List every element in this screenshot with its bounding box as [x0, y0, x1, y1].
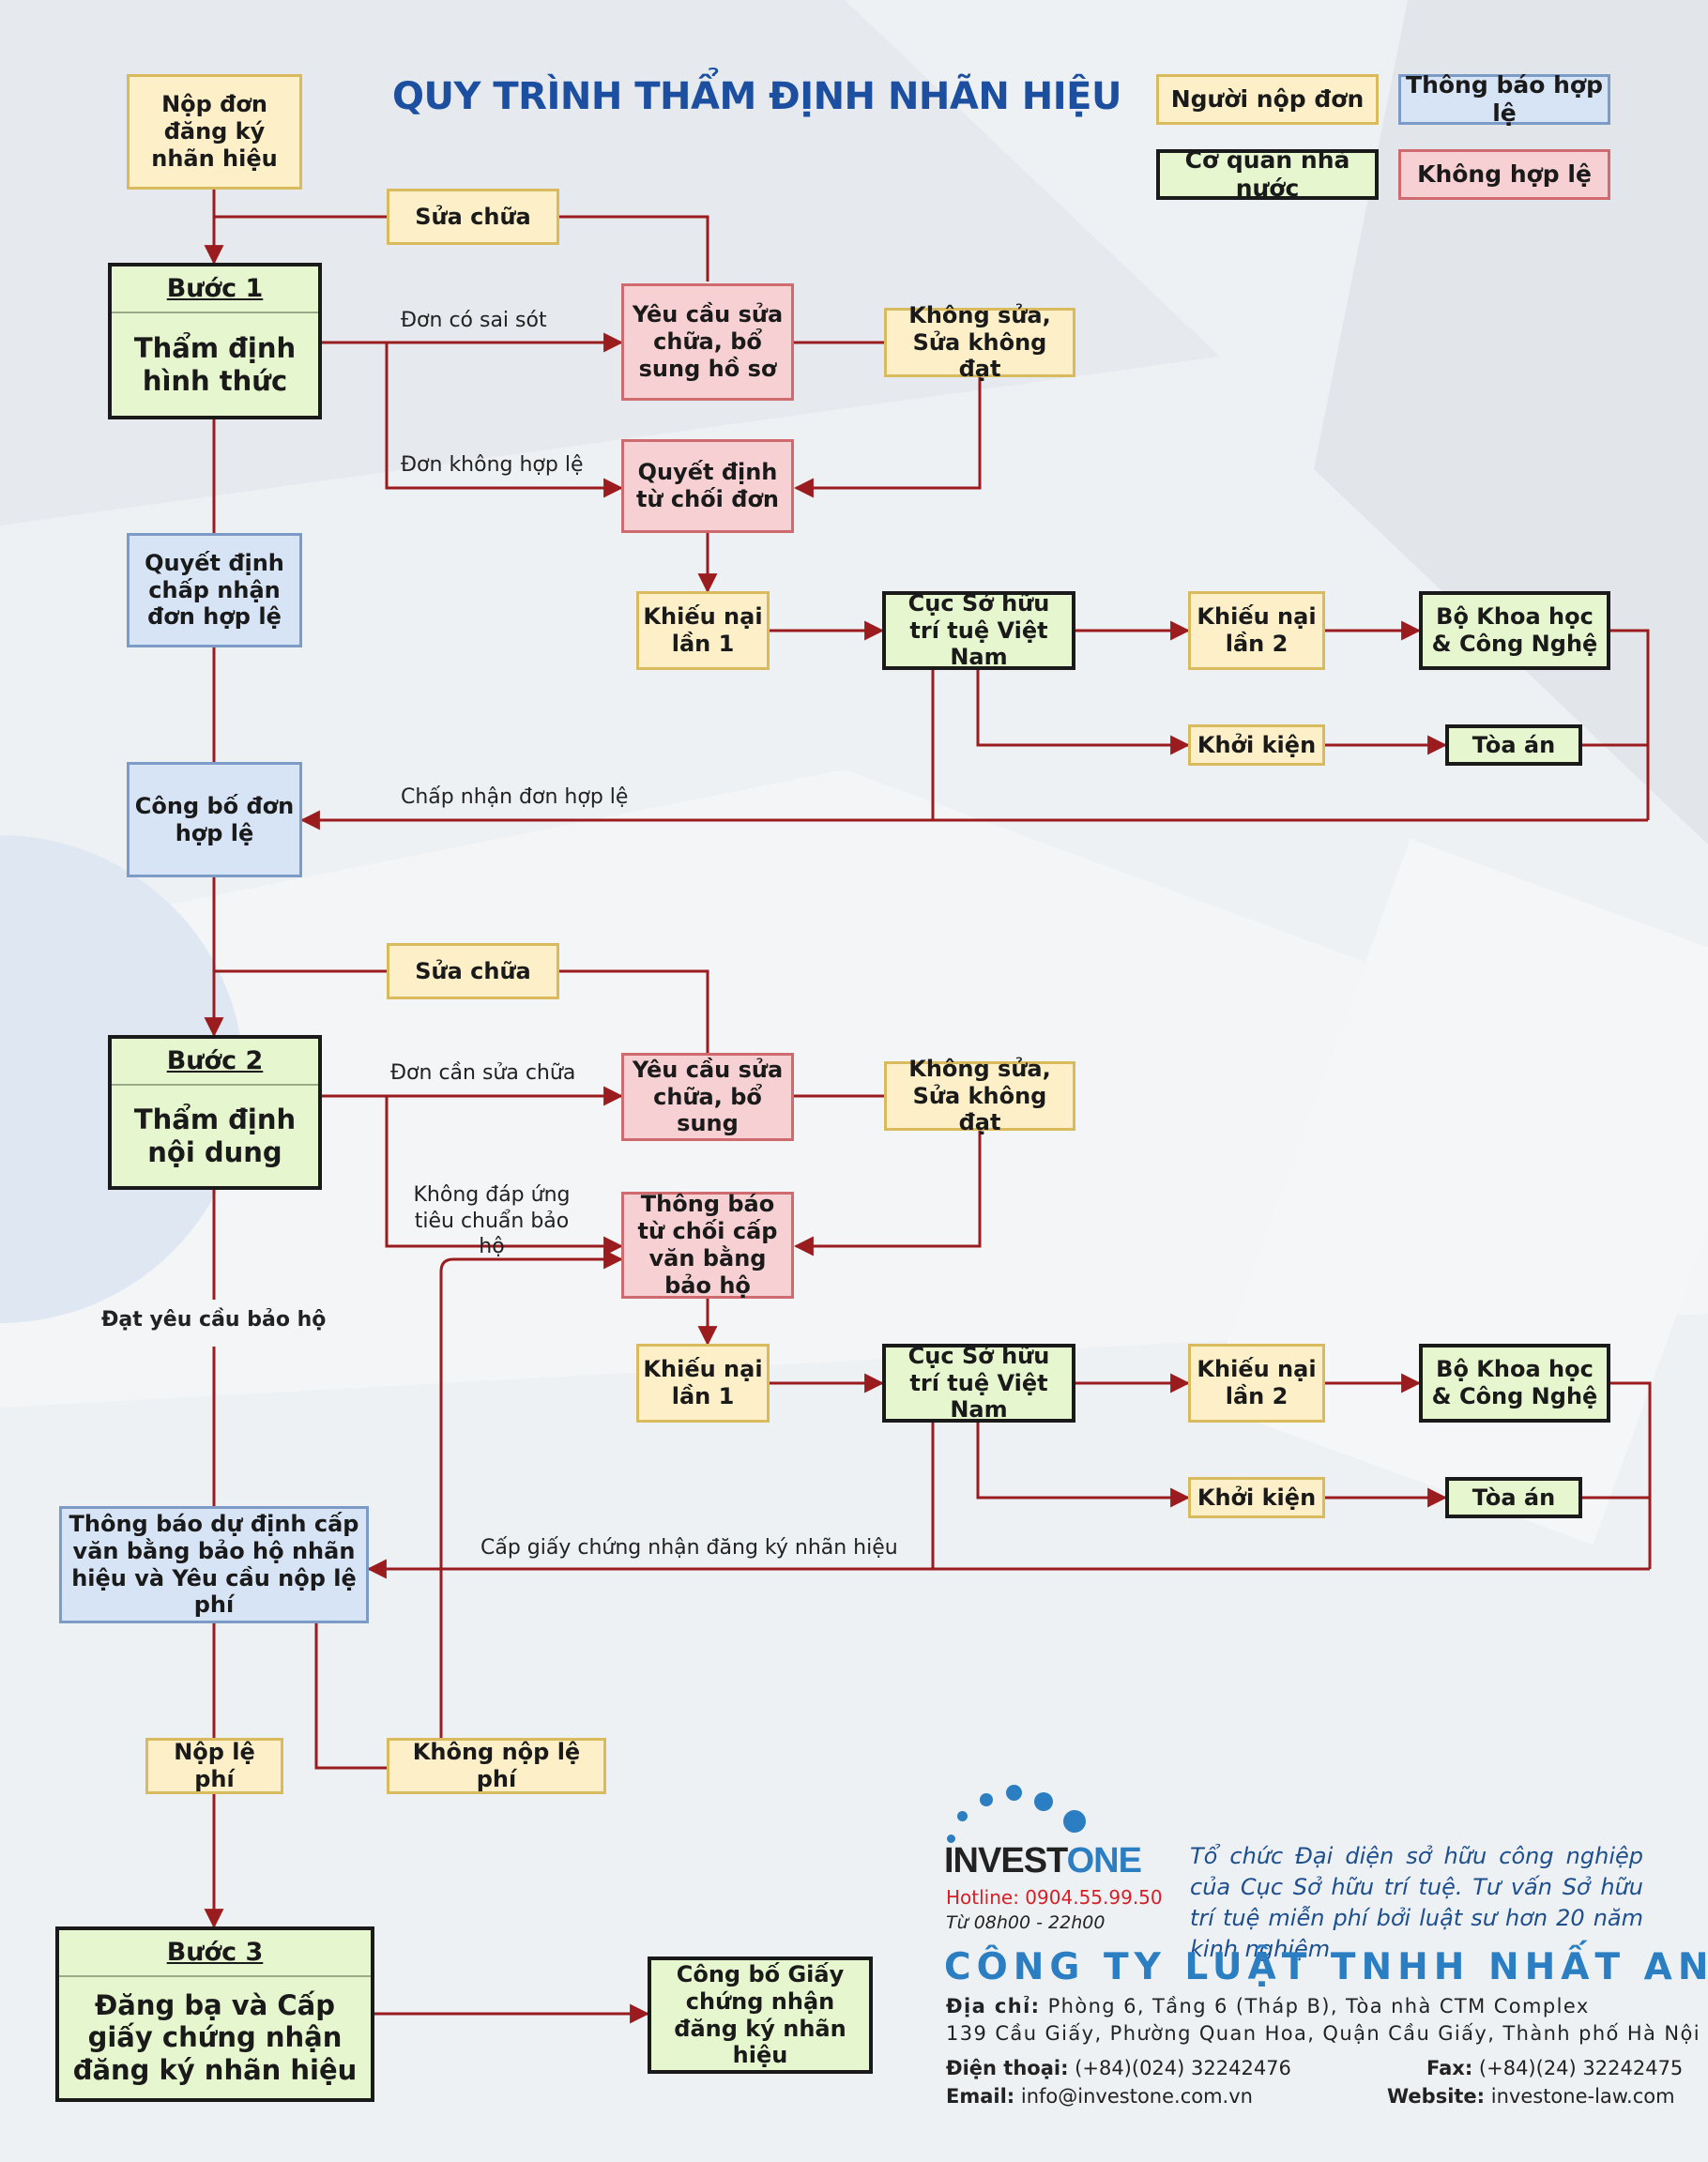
node-step1: Bước 1 Thẩm định hình thức	[108, 263, 322, 419]
address-line-2: 139 Cầu Giấy, Phường Quan Hoa, Quận Cầu …	[946, 2022, 1700, 2045]
step1-heading: Bước 1	[112, 266, 318, 314]
investone-logo: INVESTONE	[944, 1841, 1142, 1881]
node-no-fix-2: Không sửa, Sửa không đạt	[884, 1056, 1075, 1135]
step3-name: Đăng bạ và Cấp giấy chứng nhận đăng ký n…	[72, 1988, 358, 2087]
email-label: Email:	[946, 2085, 1015, 2108]
legend-valid-notice: Thông báo hợp lệ	[1398, 71, 1610, 127]
node-complaint1-b: Khiếu nại lần 1	[636, 1344, 770, 1423]
step3-heading: Bước 3	[59, 1930, 371, 1978]
logo-dot	[957, 1811, 968, 1821]
node-pay-fee: Nộp lệ phí	[145, 1738, 283, 1794]
node-complaint1-a: Khiếu nại lần 1	[636, 591, 770, 670]
label-meet-requirement: Đạt yêu cầu bảo hộ	[101, 1308, 327, 1332]
arrow-not-meet	[385, 1096, 624, 1256]
logo-dot	[1063, 1810, 1086, 1833]
address-value-1: Phòng 6, Tầng 6 (Tháp B), Tòa nhà CTM Co…	[1047, 1995, 1590, 2017]
phone-label: Điện thoại:	[946, 2057, 1069, 2079]
label-not-meet: Không đáp ứng tiêu chuẩn bảo hộ	[413, 1183, 571, 1258]
logo-dot	[980, 1793, 993, 1806]
address-label: Địa chỉ:	[946, 1995, 1041, 2017]
node-no-fix-1: Không sửa, Sửa không đạt	[884, 302, 1075, 382]
node-fix-2: Sửa chữa	[387, 943, 559, 999]
line-return-1	[931, 629, 1650, 820]
node-reject: Quyết định từ chối đơn	[621, 439, 794, 533]
label-grant: Cấp giấy chứng nhận đăng ký nhãn hiệu	[480, 1536, 898, 1560]
node-complaint2-b: Khiếu nại lần 2	[1188, 1344, 1325, 1423]
label-accept-valid: Chấp nhận đơn hợp lệ	[401, 785, 629, 809]
legend-invalid: Không hợp lệ	[1398, 149, 1610, 200]
logo-dot	[1006, 1785, 1022, 1801]
node-notice-fee: Thông báo dự định cấp văn bằng bảo hộ nh…	[59, 1506, 369, 1623]
node-court-b: Tòa án	[1445, 1477, 1582, 1518]
node-publish-valid: Công bố đơn hợp lệ	[127, 762, 302, 877]
address-line-1: Địa chỉ: Phòng 6, Tầng 6 (Tháp B), Tòa n…	[946, 1995, 1590, 2017]
fax-label: Fax:	[1426, 2057, 1473, 2079]
label-error: Đơn có sai sót	[401, 309, 547, 332]
logo-one: ONE	[1066, 1841, 1142, 1880]
phone: Điện thoại: (+84)(024) 32242476	[946, 2057, 1291, 2079]
legend-state-agency: Cơ quan nhà nước	[1156, 146, 1379, 202]
node-request-fix-1: Yêu cầu sửa chữa, bổ sung hồ sơ	[621, 283, 794, 401]
phone-value: (+84)(024) 32242476	[1075, 2057, 1291, 2079]
node-no-pay-fee: Không nộp lệ phí	[387, 1738, 606, 1794]
page-title: QUY TRÌNH THẨM ĐỊNH NHÃN HIỆU	[392, 75, 1121, 118]
line-no-pay	[314, 1259, 621, 1770]
fax: Fax: (+84)(24) 32242475	[1426, 2057, 1683, 2079]
step2-heading: Bước 2	[112, 1039, 318, 1087]
arrow-office1-to-lawsuit	[976, 670, 1191, 755]
logo-invest: INVEST	[944, 1841, 1068, 1880]
legend-applicant: Người nộp đơn	[1156, 74, 1379, 125]
node-lawsuit-b: Khởi kiện	[1188, 1477, 1325, 1518]
hotline: Hotline: 0904.55.99.50	[946, 1886, 1163, 1909]
email-value[interactable]: info@investone.com.vn	[1020, 2085, 1253, 2108]
node-ip-office-b: Cục Sở hữu trí tuệ Việt Nam	[882, 1343, 1075, 1423]
node-ministry-a: Bộ Khoa học & Công Nghệ	[1419, 591, 1610, 670]
node-fix-1: Sửa chữa	[387, 189, 559, 245]
email: Email: info@investone.com.vn	[946, 2085, 1253, 2108]
logo-dot	[1034, 1792, 1053, 1811]
website: Website: investone-law.com	[1387, 2085, 1675, 2108]
slogan: Tổ chức Đại diện sở hữu công nghiệp của …	[1190, 1843, 1643, 1962]
node-ip-office-a: Cục Sở hữu trí tuệ Việt Nam	[882, 590, 1075, 670]
company-name: CÔNG TY LUẬT TNHH NHẤT AN	[944, 1946, 1708, 1988]
node-start: Nộp đơn đăng ký nhãn hiệu	[127, 74, 302, 190]
node-accept-valid: Quyết định chấp nhận đơn hợp lệ	[127, 533, 302, 647]
arrow-nofix1-to-reject	[793, 377, 982, 498]
working-hours: Từ 08h00 - 22h00	[946, 1912, 1106, 1933]
step1-name: Thẩm định hình thức	[133, 331, 297, 397]
node-complaint2-a: Khiếu nại lần 2	[1188, 591, 1325, 670]
line-fix2	[214, 969, 709, 1058]
arrow-office2-to-lawsuit2	[976, 1423, 1191, 1508]
website-value[interactable]: investone-law.com	[1490, 2085, 1675, 2108]
node-refuse: Thông báo từ chối cấp văn bằng bảo hộ	[621, 1191, 794, 1299]
label-invalid: Đơn không hợp lệ	[401, 453, 584, 477]
website-label: Website:	[1387, 2085, 1486, 2108]
line-return-2	[931, 1381, 1652, 1569]
node-court-a: Tòa án	[1445, 724, 1582, 766]
arrow-invalid	[385, 343, 624, 498]
label-need-fix: Đơn cần sửa chữa	[390, 1061, 576, 1085]
node-lawsuit-a: Khởi kiện	[1188, 724, 1325, 766]
node-ministry-b: Bộ Khoa học & Công Nghệ	[1419, 1344, 1610, 1423]
step2-name: Thẩm định nội dung	[133, 1103, 297, 1168]
node-request-fix-2: Yêu cầu sửa chữa, bổ sung	[621, 1053, 794, 1141]
node-publish-cert: Công bố Giấy chứng nhận đăng ký nhãn hiệ…	[648, 1956, 873, 2074]
logo-dot	[947, 1835, 955, 1843]
node-step2: Bước 2 Thẩm định nội dung	[108, 1035, 322, 1190]
node-step3: Bước 3 Đăng bạ và Cấp giấy chứng nhận đă…	[55, 1926, 374, 2102]
fax-value: (+84)(24) 32242475	[1478, 2057, 1684, 2079]
arrow-nofix2-to-refuse	[793, 1131, 982, 1256]
line-fix1	[214, 215, 709, 282]
